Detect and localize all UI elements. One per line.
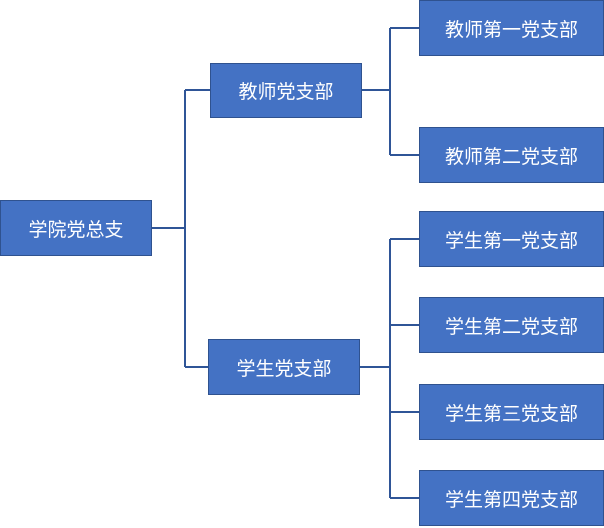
student-branch-node: 学生党支部 bbox=[208, 339, 360, 395]
student-2-node: 学生第二党支部 bbox=[419, 297, 604, 353]
teacher-1-node: 教师第一党支部 bbox=[419, 0, 604, 56]
teacher-branch-node: 教师党支部 bbox=[210, 63, 362, 118]
student-4-node: 学生第四党支部 bbox=[419, 470, 604, 526]
root-node: 学院党总支 bbox=[0, 200, 152, 256]
student-3-node: 学生第三党支部 bbox=[419, 384, 604, 440]
teacher-2-node: 教师第二党支部 bbox=[419, 127, 604, 183]
student-1-node: 学生第一党支部 bbox=[419, 211, 604, 267]
